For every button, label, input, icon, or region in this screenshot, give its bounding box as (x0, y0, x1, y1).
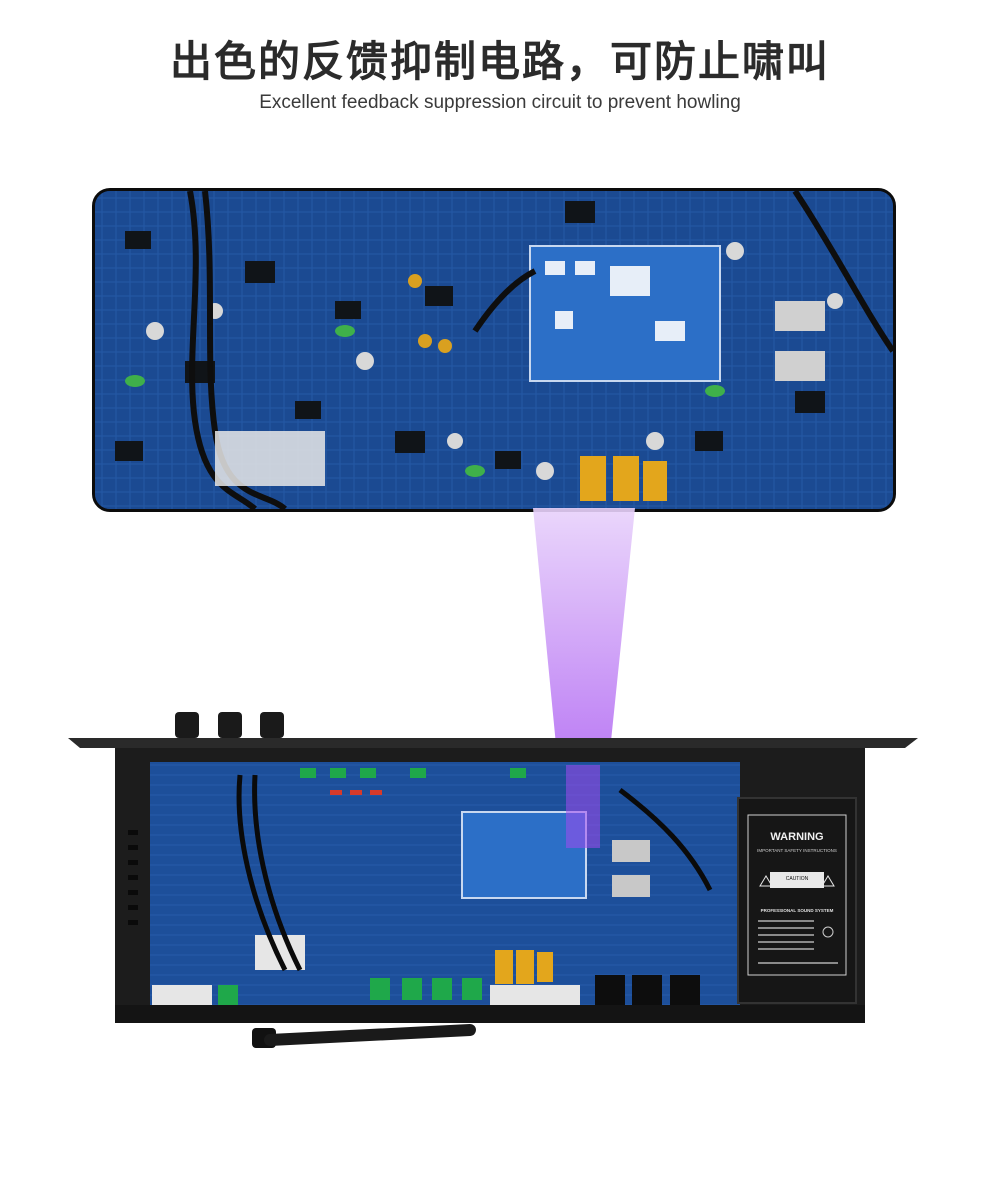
page-subtitle: Excellent feedback suppression circuit t… (259, 92, 741, 113)
page-title: 出色的反馈抑制电路，可防止啸叫 (169, 37, 830, 86)
warning-title: WARNING (770, 831, 823, 843)
warning-subtitle: IMPORTANT SAFETY INSTRUCTIONS (757, 848, 837, 853)
antenna (252, 1024, 476, 1048)
zoomed-circuit-board (92, 188, 896, 512)
control-knobs (175, 712, 284, 738)
warning-brand: PROFESSIONAL SOUND SYSTEM (761, 908, 834, 913)
zoomed-board-art (95, 191, 893, 509)
warning-box (737, 797, 857, 1004)
warning-caution: CAUTION (786, 876, 809, 882)
